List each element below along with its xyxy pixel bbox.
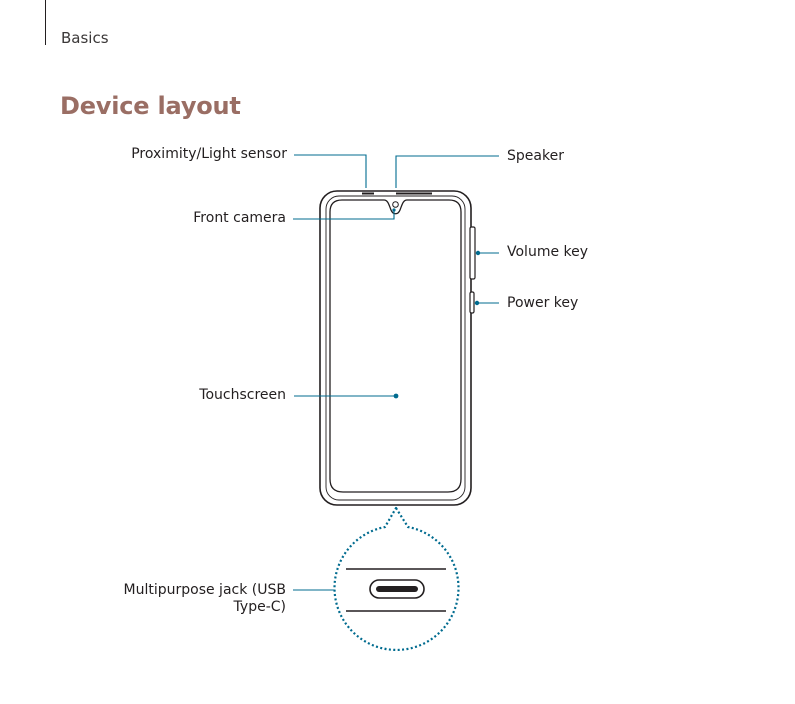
callout-proximity-sensor: Proximity/Light sensor <box>131 146 287 162</box>
volume-key <box>469 226 476 280</box>
callout-multipurpose-jack-line1: Multipurpose jack (USB <box>123 582 286 598</box>
power-key-leader-dot <box>474 300 480 306</box>
callout-touchscreen: Touchscreen <box>199 387 286 403</box>
page-title: Device layout <box>60 92 241 120</box>
callout-volume-key: Volume key <box>507 244 589 260</box>
volume-key-leader-dot <box>475 250 481 256</box>
section-label: Basics <box>61 29 109 47</box>
front-camera-lens <box>392 201 399 208</box>
power-key <box>469 291 475 314</box>
screen-outline <box>329 199 462 493</box>
magnifier-bubble <box>333 506 460 652</box>
front-camera-leader-dot <box>392 208 396 212</box>
callout-speaker: Speaker <box>507 148 564 164</box>
proximity-sensor-leader <box>294 154 367 188</box>
phone-bezel <box>325 195 466 501</box>
callout-front-camera: Front camera <box>193 210 286 226</box>
callout-multipurpose-jack: Multipurpose jack (USB Type-C) <box>124 582 286 616</box>
usb-c-port-inner <box>376 586 418 592</box>
front-camera-leader <box>293 210 395 220</box>
section-divider <box>45 0 46 45</box>
speaker-leader <box>395 155 499 188</box>
touchscreen-leader-dot <box>393 393 399 399</box>
callout-multipurpose-jack-line2: Type-C) <box>233 599 286 615</box>
callout-power-key: Power key <box>507 295 579 311</box>
